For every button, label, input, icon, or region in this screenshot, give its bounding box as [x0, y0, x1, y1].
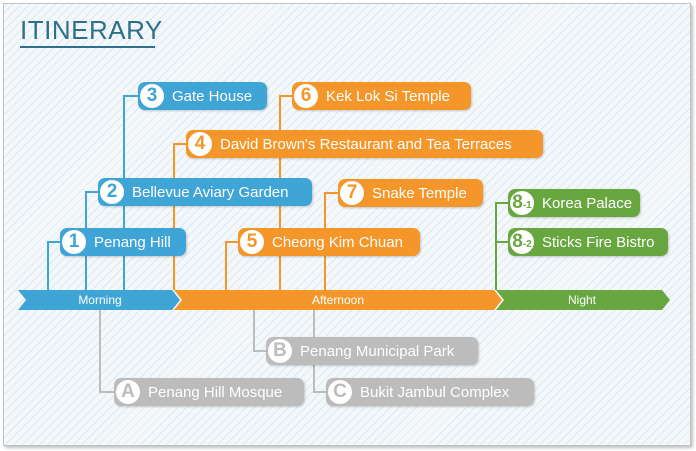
stop-label: Bukit Jambul Complex: [360, 383, 510, 401]
stop-3[interactable]: 3 Gate House: [138, 82, 267, 110]
stop-letter-badge: C: [328, 380, 352, 404]
stop-6[interactable]: 6 Kek Lok Si Temple: [292, 82, 471, 110]
stop-number-badge: 6: [294, 84, 318, 108]
connector-a: [99, 310, 116, 393]
stop-label: Bellevue Aviary Garden: [132, 183, 289, 201]
stop-label: Snake Temple: [372, 184, 467, 202]
stop-label: Penang Hill Mosque: [148, 383, 283, 401]
timeline-afternoon: [174, 290, 502, 310]
stop-b[interactable]: B Penang Municipal Park: [266, 337, 478, 365]
stop-number: 8: [512, 192, 523, 213]
itinerary-panel: [3, 3, 691, 446]
connector-6: [279, 95, 294, 290]
stop-letter-badge: A: [116, 380, 140, 404]
stop-number-suffix: -1: [522, 199, 532, 211]
stop-number-badge: 7: [340, 181, 364, 205]
stop-number-badge: 1: [62, 230, 86, 254]
connector-b: [253, 310, 268, 352]
stop-number-badge: 8-2: [510, 230, 534, 254]
stop-c[interactable]: C Bukit Jambul Complex: [326, 378, 534, 406]
stop-number-badge: 3: [140, 84, 164, 108]
stop-number-badge: 4: [188, 132, 212, 156]
stop-letter-badge: B: [268, 339, 292, 363]
connector-5: [225, 241, 240, 290]
connector-1: [47, 241, 62, 290]
stop-a[interactable]: A Penang Hill Mosque: [114, 378, 304, 406]
stop-4[interactable]: 4 David Brown's Restaurant and Tea Terra…: [186, 130, 543, 158]
stop-number-suffix: -2: [522, 238, 532, 250]
stop-number: 8: [512, 231, 523, 252]
stop-1[interactable]: 1 Penang Hill: [60, 228, 186, 256]
stop-label: Cheong Kim Chuan: [272, 233, 403, 251]
timeline-night: [496, 290, 670, 310]
stop-5[interactable]: 5 Cheong Kim Chuan: [238, 228, 420, 256]
stop-8-1[interactable]: 8-1 Korea Palace: [508, 189, 640, 217]
stop-2[interactable]: 2 Bellevue Aviary Garden: [98, 178, 312, 206]
timeline-morning: [18, 290, 180, 310]
stop-7[interactable]: 7 Snake Temple: [338, 179, 483, 207]
stop-number-badge: 5: [240, 230, 264, 254]
timeline-label-night: Night: [567, 293, 596, 307]
timeline-label-afternoon: Afternoon: [311, 293, 365, 307]
connector-4: [173, 143, 188, 290]
stop-label: Penang Hill: [94, 233, 171, 251]
connector-7: [324, 192, 340, 290]
stop-label: Korea Palace: [542, 194, 633, 212]
page-title: ITINERARY: [20, 15, 163, 45]
stop-label: Penang Municipal Park: [300, 342, 455, 360]
stop-label: Kek Lok Si Temple: [326, 87, 450, 105]
stop-label: David Brown's Restaurant and Tea Terrace…: [220, 135, 512, 153]
stop-8-2[interactable]: 8-2 Sticks Fire Bistro: [508, 228, 668, 256]
stop-label: Sticks Fire Bistro: [542, 233, 655, 251]
title-underline: [20, 46, 155, 48]
stop-number-badge: 2: [100, 180, 124, 204]
stop-label: Gate House: [172, 87, 253, 105]
stop-number-badge: 8-1: [510, 191, 534, 215]
connector-2: [85, 191, 100, 290]
timeline-label-morning: Morning: [78, 293, 122, 307]
connector-8: [495, 202, 510, 290]
connector-3: [123, 95, 140, 290]
